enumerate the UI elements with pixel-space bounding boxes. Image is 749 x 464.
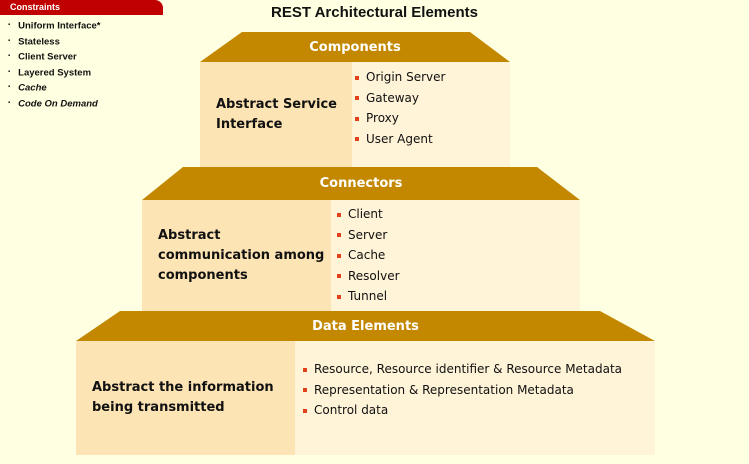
list-item: Server: [337, 225, 580, 246]
constraints-tab: Constraints: [0, 0, 163, 15]
data-elements-list: Resource, Resource identifier & Resource…: [295, 341, 655, 455]
connectors-description: Abstract communication among components: [142, 200, 331, 311]
constraint-item: Stateless: [8, 34, 101, 50]
constraint-item: Uniform Interface*: [8, 18, 100, 34]
description-text: Abstract Service Interface: [216, 96, 337, 132]
list-item: Client: [337, 204, 580, 225]
connectors-header: Connectors: [142, 167, 580, 200]
constraints-list: Uniform Interface* Stateless Client Serv…: [8, 18, 101, 112]
components-list: Origin Server Gateway Proxy User Agent: [352, 62, 510, 167]
list-item: Control data: [303, 400, 655, 421]
header-label: Data Elements: [312, 318, 419, 334]
constraint-item: Code On Demand: [8, 96, 101, 112]
diagram-title: REST Architectural Elements: [270, 4, 478, 21]
header-label: Components: [309, 39, 401, 55]
description-text: Abstract the information being transmitt…: [92, 380, 274, 415]
header-label: Connectors: [319, 176, 403, 191]
list-item: Gateway: [355, 88, 510, 109]
list-item: Representation & Representation Metadata: [303, 380, 655, 401]
constraint-item: Client Server: [8, 49, 101, 65]
list-item: Origin Server: [355, 67, 510, 88]
list-item: Cache: [337, 245, 580, 266]
data-elements-header: Data Elements: [76, 311, 655, 341]
list-item: Resource, Resource identifier & Resource…: [303, 359, 655, 380]
list-item: User Agent: [355, 129, 510, 150]
list-item: Tunnel: [337, 286, 580, 307]
list-item: Proxy: [355, 108, 510, 129]
constraint-item: Layered System: [8, 65, 101, 81]
constraint-item: Cache: [8, 80, 101, 96]
components-header: Components: [200, 32, 510, 62]
components-description: Abstract Service Interface: [200, 62, 352, 167]
connectors-list: Client Server Cache Resolver Tunnel: [331, 200, 580, 311]
description-text: Abstract communication among components: [158, 227, 325, 283]
data-elements-description: Abstract the information being transmitt…: [76, 341, 295, 455]
list-item: Resolver: [337, 266, 580, 287]
